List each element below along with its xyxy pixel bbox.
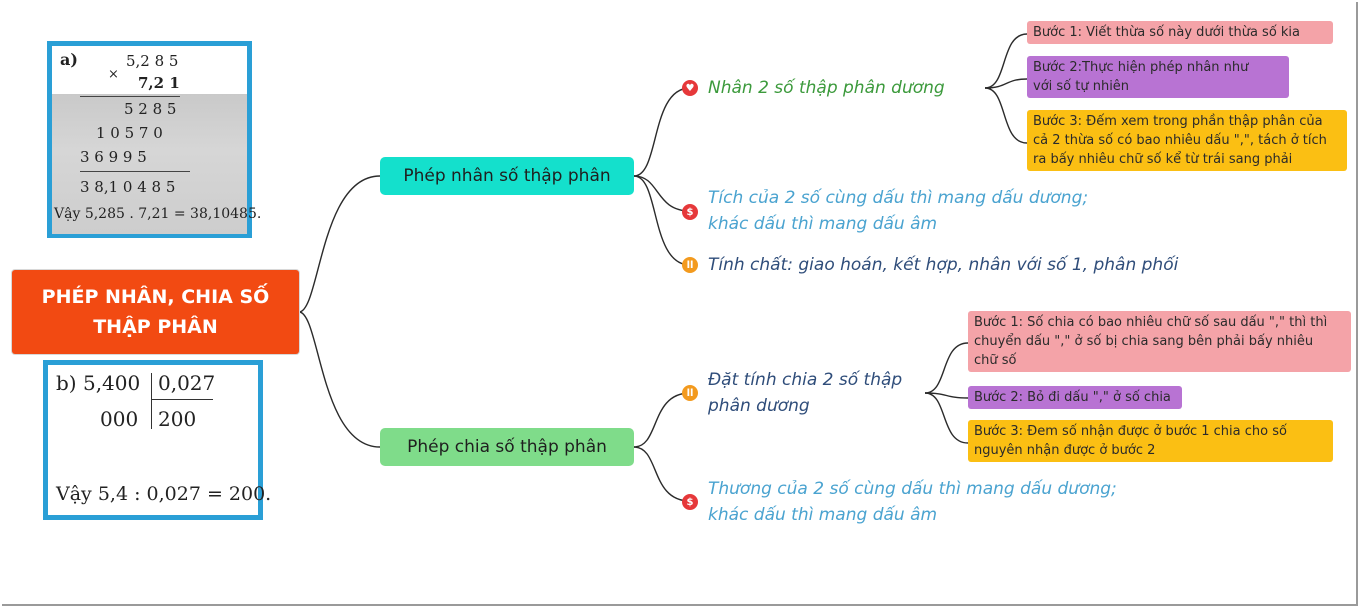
- note-line: Bước 2: Bỏ đi dấu "," ở số chia: [974, 390, 1171, 405]
- branch-division[interactable]: Phép chia số thập phân: [380, 428, 634, 466]
- example-line: 5,2 8 5: [126, 52, 179, 70]
- link-div-note3: [924, 392, 969, 444]
- note-line: Bước 3: Đem số nhận được ở bước 1 chia c…: [974, 424, 1287, 439]
- example-line: 3 8,1 0 4 8 5: [80, 178, 176, 196]
- link-mul-note3: [984, 87, 1028, 144]
- root-title: PHÉP NHÂN, CHIA SỐ THẬP PHÂN: [41, 286, 270, 338]
- pause-icon: ll: [682, 385, 698, 401]
- branch-label: Phép chia số thập phân: [407, 437, 607, 457]
- link-root-div: [298, 311, 381, 448]
- note-line: Bước 3: Đếm xem trong phần thập phân của: [1033, 114, 1323, 129]
- dollar-icon: $: [682, 494, 698, 510]
- note-line: chuyển dấu "," ở số bị chia sang bên phả…: [974, 334, 1314, 349]
- topic-text: Nhân 2 số thập phân dương: [708, 78, 945, 98]
- note-div-step3[interactable]: Bước 3: Đem số nhận được ở bước 1 chia c…: [968, 420, 1333, 462]
- division-bar: [151, 373, 152, 429]
- note-mul-step3[interactable]: Bước 3: Đếm xem trong phần thập phân của…: [1027, 110, 1347, 171]
- note-line: Bước 1: Viết thừa số này dưới thừa số ki…: [1033, 25, 1301, 40]
- canvas-frame: [2, 2, 1358, 606]
- example-line: 3 6 9 9 5: [80, 148, 147, 166]
- link-div-note2: [924, 392, 969, 399]
- note-line: Bước 2:Thực hiện phép nhân như: [1033, 60, 1249, 75]
- topic-text-line2: khác dấu thì mang dấu âm: [708, 214, 938, 234]
- note-mul-step2[interactable]: Bước 2:Thực hiện phép nhân như với số tự…: [1027, 56, 1289, 98]
- note-line: ra bấy nhiêu chữ số kể từ trái sang phải: [1033, 152, 1293, 167]
- topic-div-steps[interactable]: Đặt tính chia 2 số thập phân dương: [708, 367, 902, 419]
- example-label: a): [60, 50, 78, 69]
- example-line: Vậy 5,285 . 7,21 = 38,10485.: [54, 206, 262, 222]
- rule-line: [80, 96, 180, 97]
- link-div-note1: [924, 342, 969, 394]
- topic-mul-steps[interactable]: Nhân 2 số thập phân dương: [708, 75, 945, 101]
- example-line: b) 5,400: [56, 371, 141, 395]
- note-mul-step1[interactable]: Bước 1: Viết thừa số này dưới thừa số ki…: [1027, 21, 1333, 44]
- note-line: Bước 1: Số chia có bao nhiêu chữ số sau …: [974, 315, 1328, 330]
- heart-icon: ♥: [682, 80, 698, 96]
- link-mul-props: [633, 175, 691, 266]
- topic-mul-sign[interactable]: Tích của 2 số cùng dấu thì mang dấu dươn…: [708, 185, 1088, 237]
- link-root-mul: [298, 175, 381, 313]
- topic-text-line1: Thương của 2 số cùng dấu thì mang dấu dư…: [708, 479, 1117, 499]
- example-image-division: b) 5,400 0,027 000 200 Vậy 5,4 : 0,027 =…: [43, 360, 271, 520]
- note-line: nguyên nhận được ở bước 2: [974, 443, 1156, 458]
- note-line: với số tự nhiên: [1033, 79, 1130, 94]
- example-image-multiplication: a) 5,2 8 5 × 7,2 1 5 2 8 5 1 0 5 7 0 3 6…: [47, 41, 261, 238]
- note-line: cả 2 thừa số có bao nhiêu dấu ",", tách …: [1033, 133, 1327, 148]
- dollar-icon: $: [682, 204, 698, 220]
- example-line: 0,027: [158, 371, 216, 395]
- topic-text-line1: Tích của 2 số cùng dấu thì mang dấu dươn…: [708, 188, 1089, 208]
- note-div-step2[interactable]: Bước 2: Bỏ đi dấu "," ở số chia: [968, 386, 1182, 409]
- link-div-steps: [633, 392, 691, 448]
- link-div-sign: [633, 446, 691, 502]
- example-line: ×: [108, 67, 119, 82]
- topic-text: Tính chất: giao hoán, kết hợp, nhân với …: [708, 255, 1179, 275]
- topic-text-line1: Đặt tính chia 2 số thập: [708, 370, 903, 390]
- example-line: 1 0 5 7 0: [96, 124, 163, 142]
- paper-background: [52, 94, 247, 234]
- example-line: 000: [100, 407, 139, 431]
- branch-label: Phép nhân số thập phân: [403, 166, 611, 186]
- root-topic[interactable]: PHÉP NHÂN, CHIA SỐ THẬP PHÂN: [12, 270, 299, 354]
- note-div-step1[interactable]: Bước 1: Số chia có bao nhiêu chữ số sau …: [968, 311, 1351, 372]
- rule-line: [80, 171, 190, 172]
- link-mul-sign: [633, 175, 691, 212]
- example-line: 200: [158, 407, 197, 431]
- note-line: chữ số: [974, 353, 1017, 368]
- example-line: 5 2 8 5: [124, 100, 177, 118]
- topic-div-sign[interactable]: Thương của 2 số cùng dấu thì mang dấu dư…: [708, 476, 1117, 528]
- division-rule: [151, 399, 213, 400]
- link-mul-steps: [633, 87, 691, 177]
- topic-text-line2: phân dương: [708, 396, 810, 416]
- example-line: 7,2 1: [138, 74, 180, 92]
- pause-icon: ll: [682, 257, 698, 273]
- link-mul-note1: [984, 33, 1028, 89]
- example-line: Vậy 5,4 : 0,027 = 200.: [56, 483, 272, 505]
- topic-text-line2: khác dấu thì mang dấu âm: [708, 505, 938, 525]
- branch-multiplication[interactable]: Phép nhân số thập phân: [380, 157, 634, 195]
- link-mul-note2: [984, 78, 1028, 89]
- topic-mul-props[interactable]: Tính chất: giao hoán, kết hợp, nhân với …: [708, 252, 1178, 278]
